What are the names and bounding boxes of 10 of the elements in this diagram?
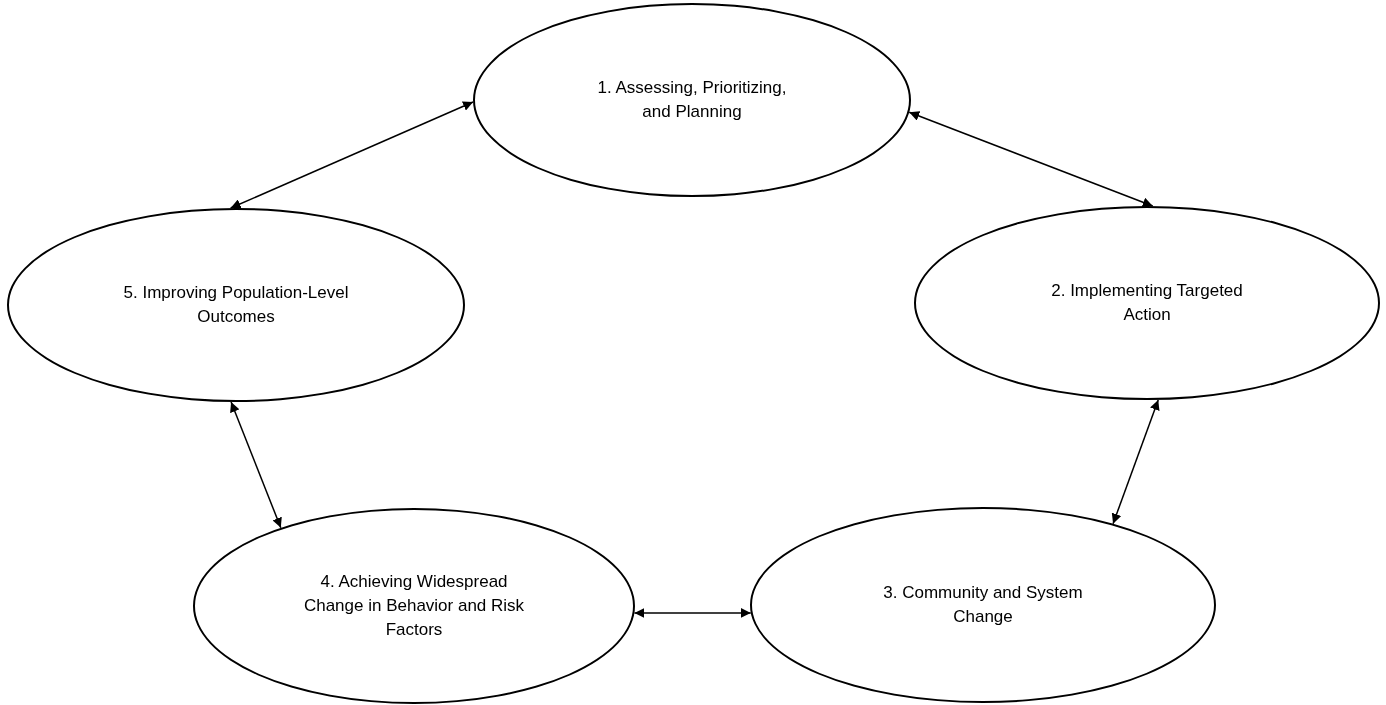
double-arrow	[1111, 399, 1160, 525]
double-arrow	[229, 101, 474, 209]
double-arrow	[633, 607, 752, 618]
double-arrow	[908, 111, 1154, 208]
node-label: 1. Assessing, Prioritizing, and Planning	[596, 77, 788, 123]
node-label: 4. Achieving Widespread Change in Behavior and Risk Factors	[302, 571, 526, 641]
node-label: 3. Community and System Change	[883, 582, 1083, 628]
node-label: 5. Improving Population-Level Outcomes	[122, 282, 350, 328]
double-arrow	[230, 401, 282, 529]
node-label: 2. Implementing Targeted Action	[1050, 280, 1244, 326]
